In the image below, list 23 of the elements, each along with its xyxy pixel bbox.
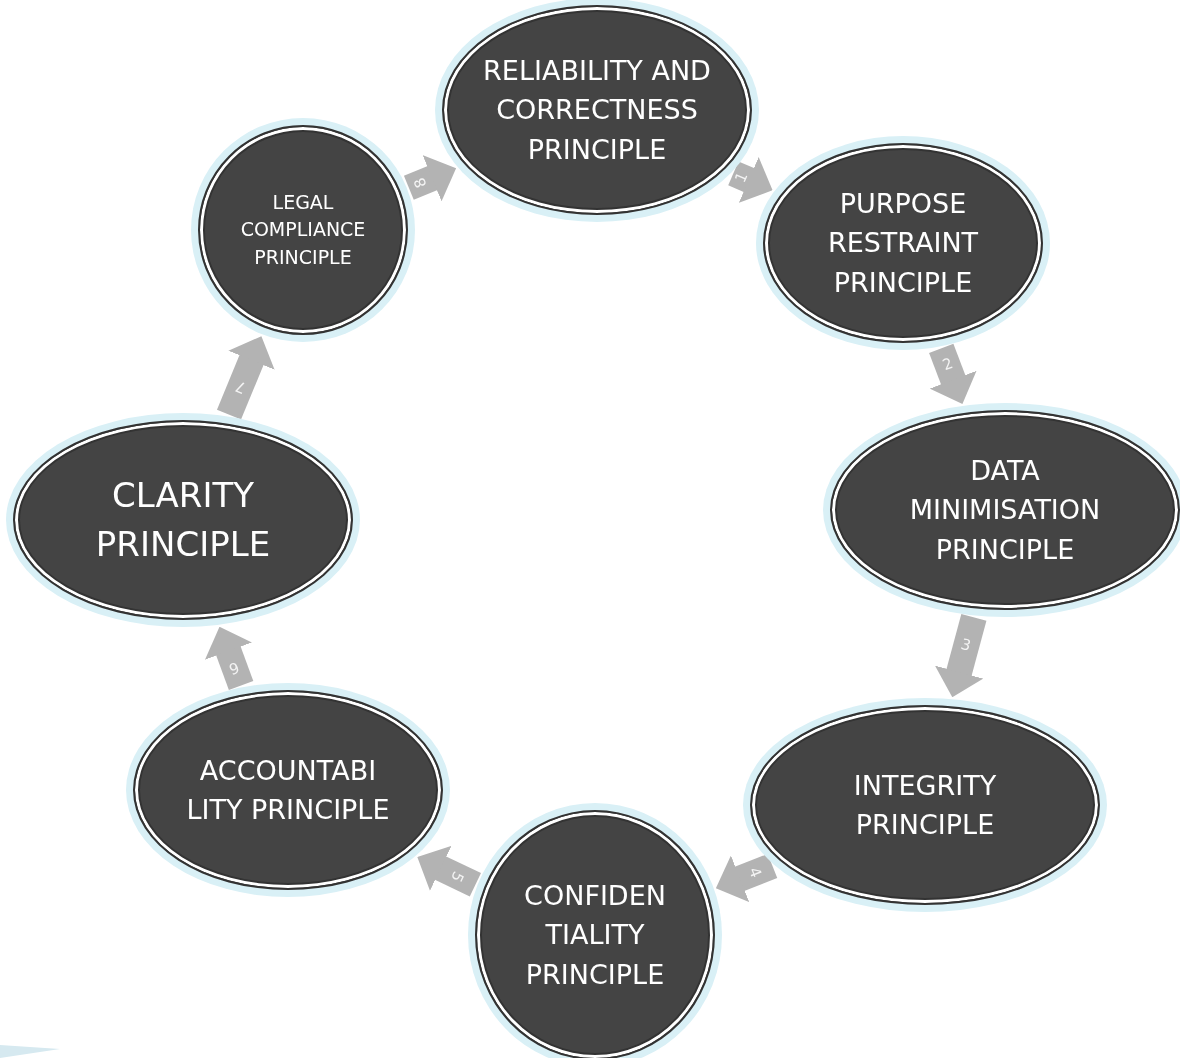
- step-number: 5: [448, 868, 466, 884]
- step-number: 2: [940, 356, 955, 374]
- chevron-arrow: [403, 155, 457, 202]
- step-number: 1: [732, 169, 751, 185]
- chevron-arrow: [934, 614, 987, 698]
- chevron-arrow: [417, 845, 481, 897]
- principle-name: ACCOUNTABI LITY PRINCIPLE: [185, 753, 391, 827]
- step-number: 3: [959, 637, 973, 655]
- step-number: 7: [233, 377, 248, 396]
- principle-name: RELIABILITY AND CORRECTNESS PRINCIPLE: [482, 54, 712, 167]
- principle-name: PURPOSE RESTRAINT PRINCIPLE: [826, 187, 980, 300]
- step-number: 6: [227, 658, 242, 677]
- step-number: 8: [412, 175, 430, 190]
- principle-name: CLARITY PRINCIPLE: [94, 473, 272, 566]
- principle-name: LEGAL COMPLIANCE PRINCIPLE: [239, 189, 367, 270]
- principle-name: INTEGRITY PRINCIPLE: [852, 768, 998, 842]
- principle-name: DATA MINIMISATION PRINCIPLE: [908, 454, 1102, 567]
- step-number: 4: [746, 865, 764, 880]
- chevron-arrow: [715, 853, 778, 902]
- principle-name: CONFIDEN TIALITY PRINCIPLE: [523, 879, 667, 992]
- chevron-arrow: [929, 343, 977, 404]
- chevron-arrow: [205, 626, 254, 691]
- chevron-arrow: [728, 157, 773, 203]
